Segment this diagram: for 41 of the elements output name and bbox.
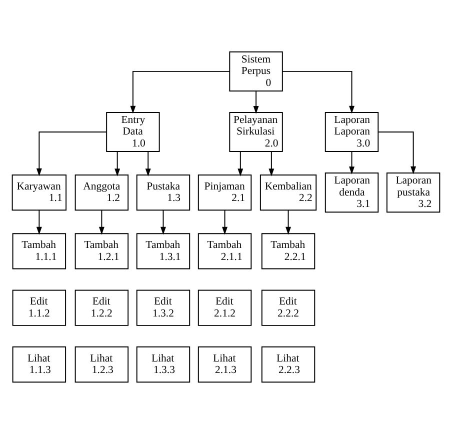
- node-box: Edit 1.3.2: [136, 290, 190, 326]
- arrow: [238, 151, 244, 176]
- arrow: [160, 210, 166, 235]
- node-box: Lihat 2.2.3: [261, 346, 316, 383]
- node-box: Edit 2.2.2: [261, 290, 316, 326]
- arrow: [98, 210, 104, 235]
- node-box: Tambah 1.1.1: [12, 233, 66, 270]
- node-box: Pelayanan Sirkulasi 2.0: [229, 112, 283, 152]
- arrow: [36, 132, 107, 176]
- arrow: [268, 151, 274, 176]
- node-box: Edit 1.2.2: [74, 290, 129, 326]
- node-box: Lihat 1.1.3: [12, 346, 66, 383]
- arrow: [130, 70, 230, 114]
- node-box: Edit 2.1.2: [198, 290, 252, 326]
- node-box: Tambah 1.3.1: [136, 233, 190, 270]
- node-box: Lihat 1.3.3: [136, 346, 190, 383]
- node-box: Laporan denda 3.1: [324, 172, 379, 213]
- arrow: [378, 132, 416, 174]
- node-box: Pustaka 1.3: [136, 174, 190, 211]
- node-box: Lihat 1.2.3: [74, 346, 129, 383]
- arrow: [145, 151, 151, 176]
- arrow: [349, 151, 355, 174]
- node-box: Laporan pustaka 3.2: [386, 172, 440, 213]
- arrow: [114, 151, 120, 176]
- arrow: [222, 210, 228, 235]
- node-box: Sistem Perpus 0: [229, 51, 283, 92]
- node-box: Lihat 2.1.3: [198, 346, 252, 383]
- arrow: [282, 70, 355, 114]
- node-box: Entry Data 1.0: [106, 112, 160, 152]
- node-box: Karyawan 1.1: [12, 174, 67, 211]
- node-box: Laporan Laporan 3.0: [324, 112, 379, 152]
- node-box: Kembalian 2.2: [260, 174, 317, 211]
- node-box: Edit 1.1.2: [12, 290, 66, 326]
- node-box: Anggota 1.2: [74, 174, 129, 211]
- node-box: Tambah 2.2.1: [261, 233, 316, 270]
- node-box: Pinjaman 2.1: [198, 174, 252, 211]
- arrow: [36, 210, 42, 235]
- arrow: [253, 90, 259, 114]
- arrow: [286, 210, 292, 235]
- node-box: Tambah 1.2.1: [74, 233, 129, 270]
- node-box: Tambah 2.1.1: [198, 233, 252, 270]
